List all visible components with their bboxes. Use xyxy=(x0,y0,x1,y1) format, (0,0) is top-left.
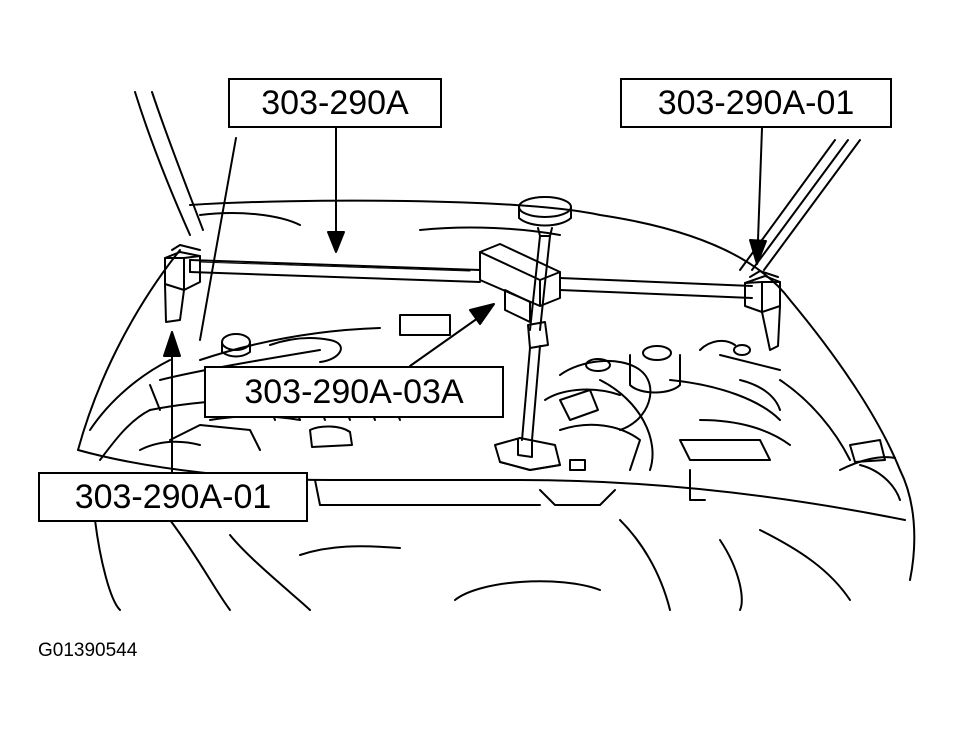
hood-left-edge xyxy=(134,91,237,341)
radiator-support xyxy=(314,459,706,506)
leader-line-tool-center xyxy=(409,303,495,367)
callout-label-303-290a: 303-290A xyxy=(228,78,442,128)
tool-lower-bracket xyxy=(494,437,561,471)
callout-text: 303-290A xyxy=(261,84,409,122)
tool-crossbar xyxy=(189,259,753,299)
tool-left-support xyxy=(164,244,201,323)
callout-text: 303-290A-01 xyxy=(74,478,272,516)
callout-text: 303-290A-01 xyxy=(657,84,855,122)
engine-right-components xyxy=(544,339,791,471)
callout-label-303-290a-01-left: 303-290A-01 xyxy=(38,472,308,522)
tool-right-support xyxy=(744,270,781,351)
fender-details xyxy=(89,359,896,471)
figure-id: G01390544 xyxy=(38,640,138,661)
tool-threaded-rod xyxy=(518,196,572,441)
callout-label-303-290a-01-right: 303-290A-01 xyxy=(620,78,892,128)
callout-text: 303-290A-03A xyxy=(244,373,464,411)
leader-line-tool-bar xyxy=(327,127,345,253)
vehicle-body-outline xyxy=(77,199,916,611)
leader-line-tool-right xyxy=(749,127,767,265)
leader-line-tool-left xyxy=(163,331,181,473)
callout-label-303-290a-03a: 303-290A-03A xyxy=(204,366,504,418)
